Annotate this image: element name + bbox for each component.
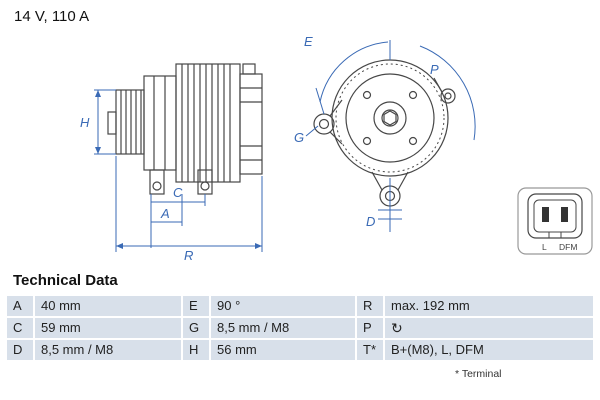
table-cell-key-a: A: [7, 296, 33, 316]
table-cell-value-r: max. 192 mm: [385, 296, 593, 316]
rotation-direction-icon: ↻: [391, 320, 403, 336]
shaft: [107, 111, 117, 135]
front-left-lug: [313, 99, 343, 145]
table-cell-key-p: P: [357, 318, 383, 338]
table-cell-key-c: C: [7, 318, 33, 338]
connector-tab: [548, 231, 562, 239]
label-pin-l: L: [542, 242, 547, 252]
table-cell-value-h: 56 mm: [211, 340, 355, 360]
connector-pin-right: [561, 207, 568, 222]
rating-title: 14 V, 110 A: [14, 8, 90, 25]
front-view-dimensions: [305, 40, 476, 232]
table-cell-key-h: H: [183, 340, 209, 360]
front-housing: [143, 75, 177, 171]
dimension-r: [116, 243, 262, 249]
label-p: P: [430, 62, 439, 77]
alternator-side-view: [107, 63, 263, 195]
shaft-nut: [383, 110, 397, 126]
label-e: E: [304, 34, 313, 49]
technical-data-table: A 40 mm E 90 ° R max. 192 mm C 59 mm G 8…: [7, 296, 593, 360]
side-view-dimensions: [94, 89, 263, 252]
front-right-lug: [433, 77, 456, 104]
dimension-p: [419, 45, 476, 141]
table-cell-value-p: ↻: [385, 318, 593, 338]
table-cell-value-t: B+(M8), L, DFM: [385, 340, 593, 360]
terminal-footnote: * Terminal: [455, 368, 502, 380]
finned-body: [175, 63, 241, 183]
table-cell-value-d: 8,5 mm / M8: [35, 340, 181, 360]
connector-pin-left: [542, 207, 549, 222]
label-a: A: [160, 206, 170, 221]
mounting-lugs: [149, 169, 213, 195]
technical-drawing: H C A R: [80, 34, 593, 263]
table-cell-key-e: E: [183, 296, 209, 316]
label-pin-dfm: DFM: [559, 242, 577, 252]
table-cell-key-t: T*: [357, 340, 383, 360]
dimension-h: [94, 89, 116, 155]
table-cell-key-d: D: [7, 340, 33, 360]
pulley: [115, 89, 145, 155]
alternator-front-view: [313, 59, 456, 207]
table-cell-key-g: G: [183, 318, 209, 338]
table-cell-key-r: R: [357, 296, 383, 316]
connector-detail: L DFM: [517, 187, 593, 255]
label-g: G: [294, 130, 304, 145]
table-cell-value-g: 8,5 mm / M8: [211, 318, 355, 338]
label-d: D: [366, 214, 375, 229]
b-plus-terminal: [242, 63, 256, 75]
label-h: H: [80, 115, 90, 130]
dimension-e: [315, 40, 391, 115]
rear-housing: [239, 63, 263, 175]
dimension-d: [378, 178, 402, 232]
technical-data-heading: Technical Data: [13, 272, 118, 289]
dimension-g: [305, 125, 319, 137]
label-r: R: [184, 248, 193, 263]
table-cell-value-e: 90 °: [211, 296, 355, 316]
label-c: C: [173, 185, 183, 200]
table-cell-value-c: 59 mm: [35, 318, 181, 338]
table-cell-value-a: 40 mm: [35, 296, 181, 316]
